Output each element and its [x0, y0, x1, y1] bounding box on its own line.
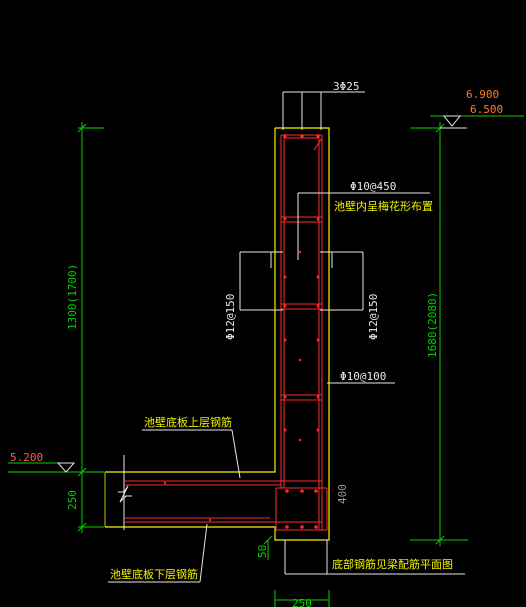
- right-wall-height-dim: 1680(2080): [426, 292, 439, 358]
- beam-depth-dim: 400: [336, 484, 349, 504]
- elevation-top-upper: 6.900: [466, 88, 499, 101]
- rebar-cage: [125, 134, 328, 531]
- dimension-lines: [8, 115, 524, 607]
- elevation-top-lower: 6.500: [470, 103, 503, 116]
- rebar-dots: [163, 134, 320, 529]
- bottom-width-dim: 250: [292, 597, 312, 607]
- break-mark: [118, 455, 132, 530]
- spacer-note: 池壁内呈梅花形布置: [334, 199, 433, 213]
- cover-dim: 50: [256, 545, 269, 558]
- slab-bottom-bars-label: 池壁底板下层钢筋: [110, 567, 198, 581]
- slab-top-bars-label: 池壁底板上层钢筋: [144, 415, 232, 429]
- horizontal-bars-label: Φ10@100: [340, 370, 386, 383]
- beam-note-label: 底部钢筋见梁配筋平面图: [332, 557, 453, 571]
- elevation-slab-top: 5.200: [10, 451, 43, 464]
- spacer-bars-label: Φ10@450: [350, 180, 396, 193]
- left-wall-height-dim: 1300(1700): [66, 264, 79, 330]
- top-bars-label: 3Φ25: [333, 80, 360, 93]
- concrete-outline: [104, 127, 330, 541]
- vertical-bars-left-label: Φ12@150: [224, 294, 237, 340]
- leader-lines: [108, 91, 465, 583]
- vertical-bars-right-label: Φ12@150: [367, 294, 380, 340]
- slab-thickness-dim: 250: [66, 490, 79, 510]
- elevation-symbols: [56, 115, 466, 473]
